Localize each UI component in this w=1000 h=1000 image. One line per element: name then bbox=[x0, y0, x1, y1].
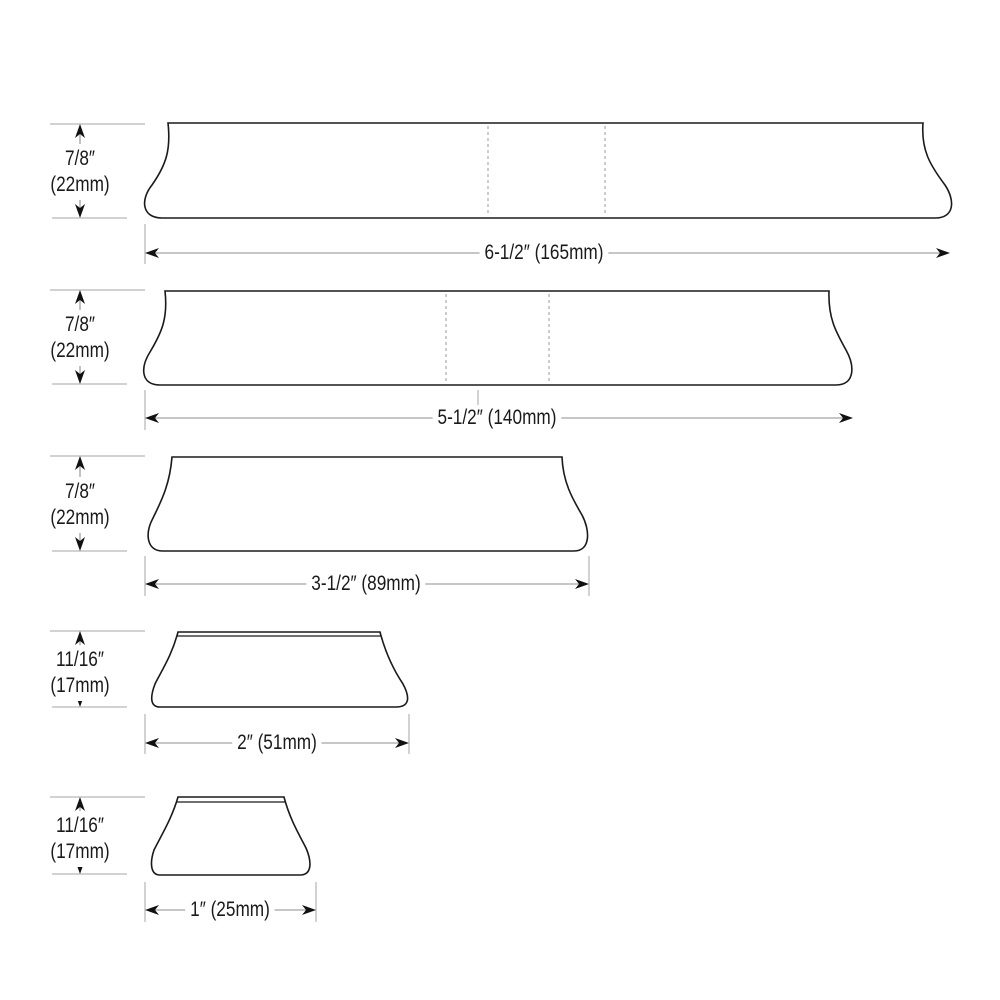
height-metric: (17mm) bbox=[50, 840, 110, 863]
arrow-up-icon bbox=[75, 631, 85, 645]
pull-89-height-label: 7/8″ (22mm) bbox=[50, 477, 110, 533]
arrow-down-icon bbox=[75, 204, 85, 218]
arrow-right-icon bbox=[839, 413, 853, 423]
arrow-up-icon bbox=[75, 124, 85, 138]
pull-165-width-label: 6-1/2″ (165mm) bbox=[479, 242, 609, 263]
pull-25-height-label: 11/16″ (17mm) bbox=[50, 811, 110, 867]
arrow-up-icon bbox=[75, 797, 85, 811]
height-metric: (22mm) bbox=[50, 339, 110, 362]
pull-165-profile bbox=[143, 122, 953, 219]
height-imperial: 11/16″ bbox=[56, 814, 104, 837]
height-imperial: 7/8″ bbox=[64, 480, 96, 503]
arrow-right-icon bbox=[936, 248, 950, 258]
pull-140-drawing bbox=[50, 289, 853, 430]
pull-25-drawing bbox=[50, 796, 317, 922]
arrow-left-icon bbox=[145, 248, 159, 258]
arrow-left-icon bbox=[145, 738, 159, 748]
pull-51-profile bbox=[150, 631, 409, 708]
arrow-right-icon bbox=[575, 579, 589, 589]
arrow-left-icon bbox=[145, 579, 159, 589]
arrow-left-icon bbox=[145, 905, 159, 915]
pull-25-width-label: 1″ (25mm) bbox=[185, 899, 275, 920]
height-metric: (22mm) bbox=[50, 506, 110, 529]
height-metric: (22mm) bbox=[50, 173, 110, 196]
pull-165-height-label: 7/8″ (22mm) bbox=[50, 144, 110, 200]
pull-89-width-label: 3-1/2″ (89mm) bbox=[306, 573, 426, 594]
pull-140-profile bbox=[142, 290, 853, 386]
arrow-down-icon bbox=[75, 537, 85, 551]
pull-89-profile bbox=[147, 456, 589, 552]
arrow-right-icon bbox=[395, 738, 409, 748]
arrow-up-icon bbox=[75, 456, 85, 470]
arrow-right-icon bbox=[302, 905, 316, 915]
height-imperial: 7/8″ bbox=[64, 147, 96, 170]
pull-140-height-label: 7/8″ (22mm) bbox=[50, 310, 110, 366]
height-metric: (17mm) bbox=[50, 674, 110, 697]
arrow-left-icon bbox=[145, 413, 159, 423]
arrow-up-icon bbox=[75, 290, 85, 304]
pull-51-height-label: 11/16″ (17mm) bbox=[50, 645, 110, 701]
pull-89-drawing bbox=[50, 455, 590, 596]
pull-140-width-label: 5-1/2″ (140mm) bbox=[432, 407, 562, 428]
arrow-down-icon bbox=[75, 370, 85, 384]
pull-25-profile bbox=[150, 796, 311, 876]
pull-51-width-label: 2″ (51mm) bbox=[232, 732, 322, 753]
height-imperial: 11/16″ bbox=[56, 648, 104, 671]
height-imperial: 7/8″ bbox=[64, 313, 96, 336]
